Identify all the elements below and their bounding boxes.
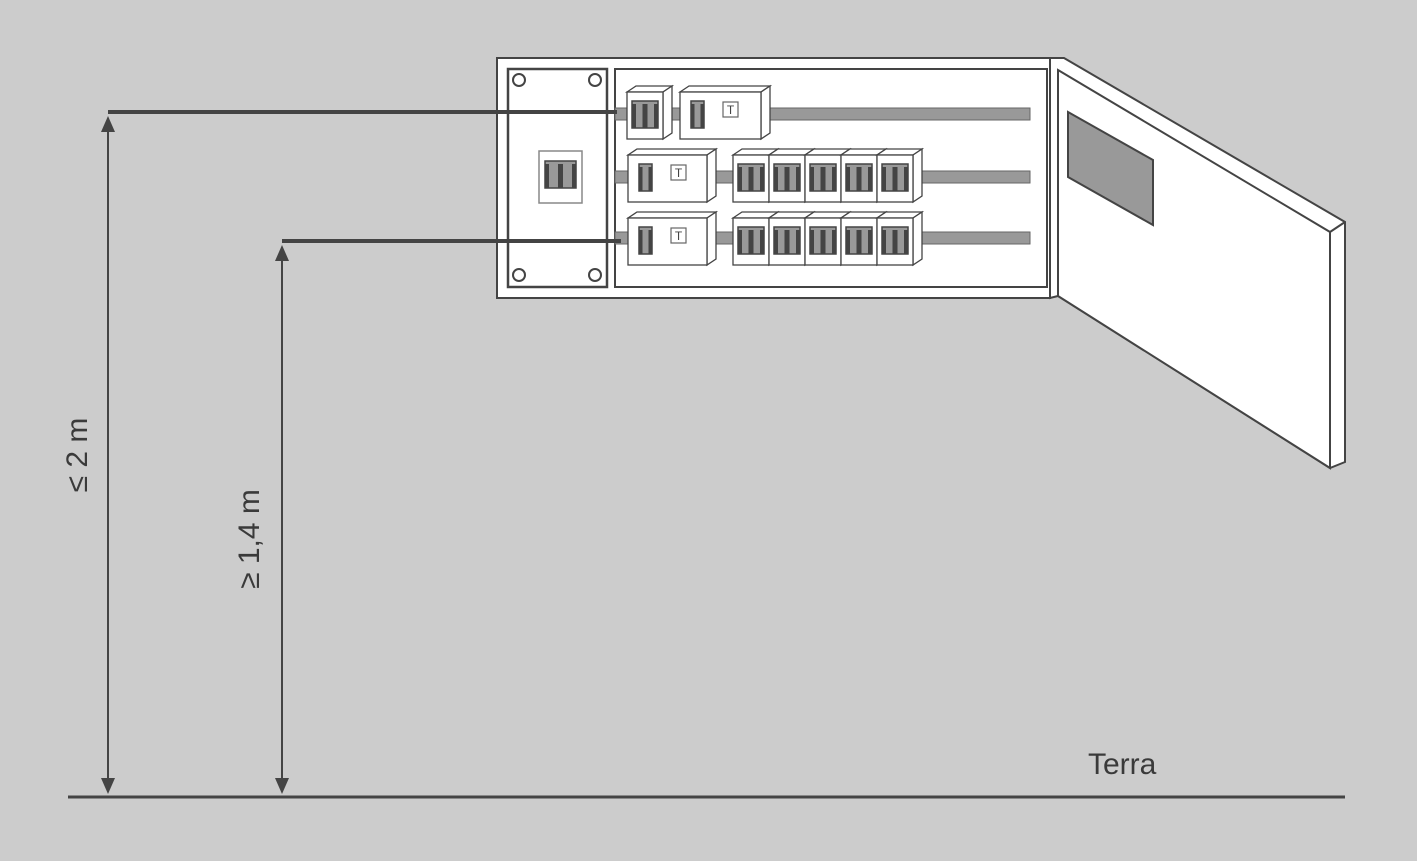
modules: T T T	[624, 84, 925, 267]
differential-breaker: T	[625, 210, 719, 267]
circuit-breaker	[874, 147, 925, 204]
arrow-down-icon	[101, 778, 115, 794]
screw-icon	[588, 73, 602, 87]
breaker-lever-icon	[881, 163, 909, 192]
breaker-lever-icon	[638, 226, 653, 255]
ground-label: Terra	[1088, 748, 1157, 781]
arrow-down-icon	[275, 778, 289, 794]
breaker-lever-icon	[737, 163, 765, 192]
breaker-lever-icon	[773, 163, 801, 192]
screw-icon	[512, 268, 526, 282]
breaker-lever-icon	[845, 226, 873, 255]
main-switch-lever-icon	[544, 160, 577, 189]
screw-icon	[512, 73, 526, 87]
circuit-breaker	[624, 84, 675, 141]
differential-breaker: T	[677, 84, 773, 141]
breaker-lever-icon	[845, 163, 873, 192]
breaker-lever-icon	[631, 100, 659, 129]
arrow-up-icon	[275, 245, 289, 261]
breaker-lever-icon	[809, 163, 837, 192]
differential-breaker: T	[625, 147, 719, 204]
breaker-lever-icon	[690, 100, 705, 129]
breaker-lever-icon	[737, 226, 765, 255]
breaker-lever-icon	[881, 226, 909, 255]
circuit-breaker	[874, 210, 925, 267]
test-button	[670, 164, 687, 181]
max-height-label: ≤ 2 m	[61, 417, 94, 493]
test-button-label: T	[675, 166, 683, 180]
breaker-lever-icon	[809, 226, 837, 255]
din-rail	[614, 107, 1031, 121]
test-button-label: T	[727, 103, 735, 117]
door-window	[1067, 110, 1154, 227]
test-button	[670, 227, 687, 244]
screw-icon	[588, 268, 602, 282]
test-button	[722, 101, 739, 118]
breaker-lever-icon	[638, 163, 653, 192]
min-height-label: ≥ 1,4 m	[233, 489, 266, 589]
breaker-lever-icon	[773, 226, 801, 255]
arrow-up-icon	[101, 116, 115, 132]
test-button-label: T	[675, 229, 683, 243]
